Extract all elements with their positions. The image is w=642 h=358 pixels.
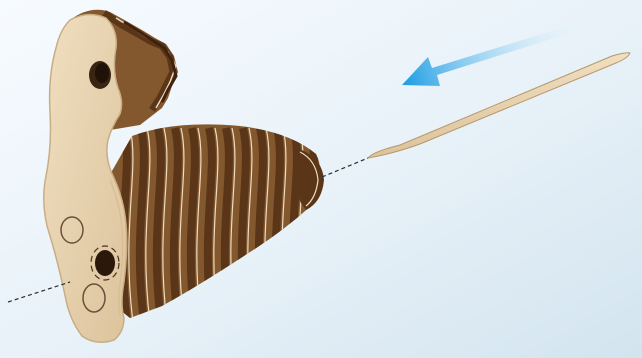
laminate-layer-dark: [140, 128, 145, 330]
laminate-layer-dark: [157, 128, 162, 330]
pin-hole: [95, 250, 115, 276]
